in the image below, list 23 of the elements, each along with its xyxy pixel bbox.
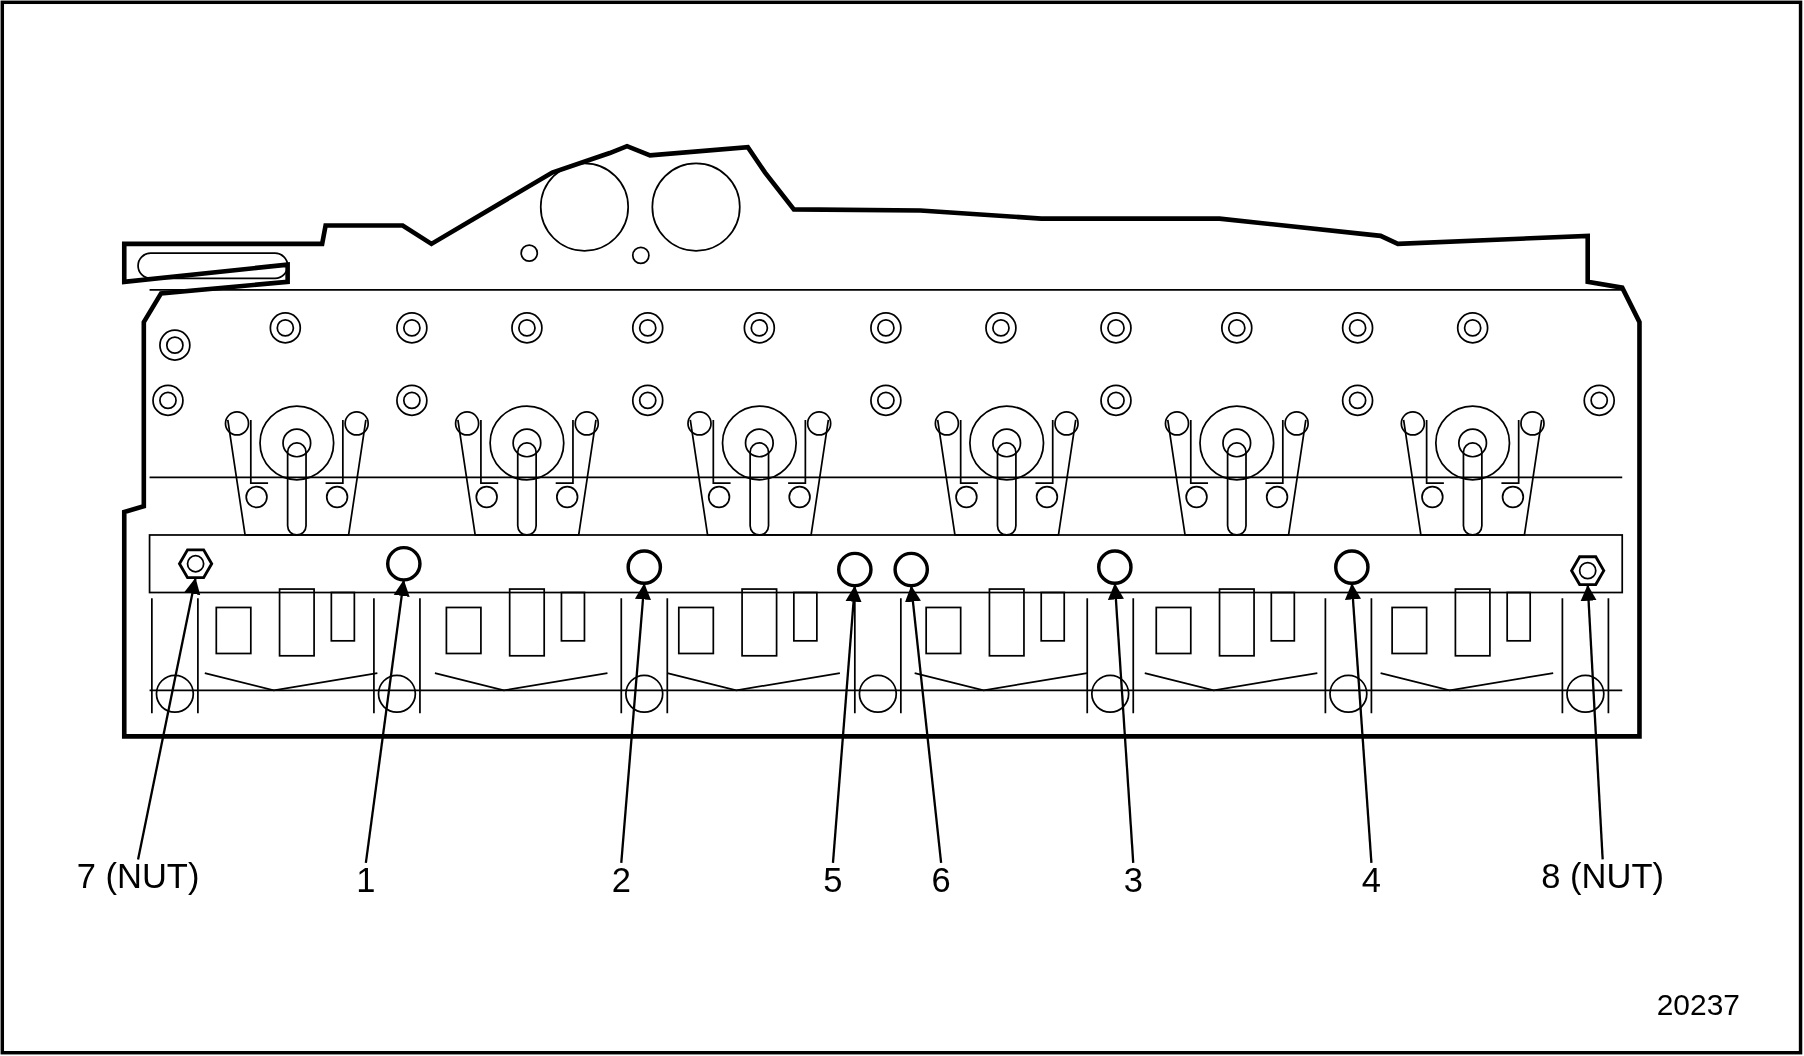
leader-line [1580,584,1604,860]
nut [1569,555,1606,586]
callout-number: 4 [1308,860,1435,900]
callout-number: 3 [1069,860,1197,900]
callout-number: 7 (NUT) [74,857,202,897]
bolt-head [1334,549,1370,586]
leader-line [364,579,410,864]
bolt-head [893,551,930,588]
callout-number: 8 (NUT) [1539,857,1666,897]
leader-line [620,583,651,863]
leader-line [831,585,862,863]
leader-line [136,577,201,860]
bolt-head [386,545,422,582]
leader-line [1344,583,1373,863]
figure-number: 20237 [1656,986,1740,1024]
callout-number: 1 [302,860,430,900]
bolt-head [1097,549,1133,586]
leader-line [904,585,943,863]
leader-line [1107,583,1135,863]
callout-number: 2 [558,860,685,900]
bolt-head [837,551,873,588]
bolt-head [626,549,663,586]
nut [177,548,214,580]
